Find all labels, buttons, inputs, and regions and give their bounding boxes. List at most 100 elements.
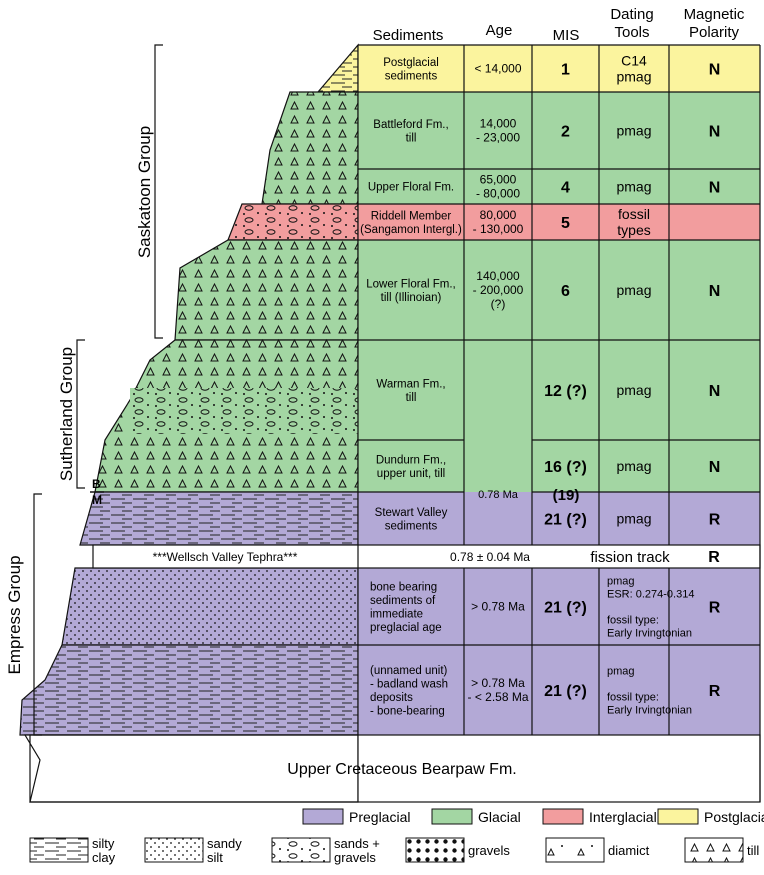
row-4-polarity: N <box>709 283 721 300</box>
column-silty-pattern-1 <box>80 492 358 545</box>
row-9-sediment-line: deposits <box>370 692 413 704</box>
row-0-age-line: < 14,000 <box>474 62 521 76</box>
row-8-dating-line: pmag <box>607 575 635 587</box>
legend-swatch-1 <box>431 808 473 825</box>
row-1-mis: 2 <box>561 124 570 141</box>
row-1-age-line: - 23,000 <box>476 131 520 145</box>
row-0-dating-line: C14 <box>621 52 647 68</box>
legend-pattern-label-2: gravels <box>334 850 376 865</box>
column-till-pattern-2 <box>175 240 358 340</box>
row-3-age-line: - 130,000 <box>473 222 524 236</box>
row-8-sediment-line: immediate <box>370 608 423 620</box>
row-3-dating-line: fossil <box>618 206 650 222</box>
row-9-mis: 21 (?) <box>544 683 587 700</box>
row-0-mis: 1 <box>561 62 570 79</box>
row-8-age-line: > 0.78 Ma <box>471 600 525 614</box>
row-6-polarity: N <box>709 459 721 476</box>
row-6-sediment-line: Dundurn Fm., <box>376 454 446 466</box>
legend-pattern-label-3: gravels <box>468 843 510 858</box>
column-till-pattern-1 <box>262 92 358 204</box>
row-9-age-line: - < 2.58 Ma <box>467 690 528 704</box>
row-3-sediment-line: Riddell Member <box>371 210 452 222</box>
bedrock-label: Upper Cretaceous Bearpaw Fm. <box>287 761 516 778</box>
row-0-sediment-line: Postglacial <box>383 57 439 69</box>
row-8-mis: 21 (?) <box>544 600 587 617</box>
legend-pattern-label-1: silt <box>207 850 223 865</box>
row-2-polarity: N <box>709 180 721 197</box>
row-9-sediment-line: - badland wash <box>370 678 448 690</box>
row-4-age-line: 140,000 <box>476 269 520 283</box>
legend-pattern-label-1: sandy <box>207 836 242 851</box>
row-1-sediment-line: till <box>406 132 417 144</box>
legend-swatch-2 <box>542 808 584 825</box>
column-postglacial-pattern <box>318 45 358 92</box>
row-9-dating-line: fossil type: <box>607 691 659 703</box>
legend-swatch-3 <box>657 808 699 825</box>
header-age: Age <box>486 22 513 39</box>
row-7-polarity: R <box>709 512 721 529</box>
row-7-mis: 21 (?) <box>544 512 587 529</box>
row-9-sediment-line: (unnamed unit) <box>370 665 448 677</box>
row-1-dating-line: pmag <box>616 122 651 138</box>
row-2-sediment-line: Upper Floral Fm. <box>368 182 454 194</box>
row-3-dating-line: types <box>617 222 650 238</box>
row-1-sediment-line: Battleford Fm., <box>373 119 448 131</box>
legend-pattern-label-0: clay <box>92 850 116 865</box>
legend-pattern-label-5: till <box>747 843 759 858</box>
legend-pattern-fill-5 <box>685 838 743 862</box>
legend-pattern-fill-1 <box>145 838 203 862</box>
column-silty-pattern-2 <box>20 645 358 735</box>
row-0-dating-line: pmag <box>616 68 651 84</box>
empress-group-label: Empress Group <box>5 555 24 674</box>
group-brackets: Saskatoon Group Sutherland Group Empress… <box>5 44 163 736</box>
row-bg-preglacial <box>358 568 760 735</box>
boundary-mis-label: (19) <box>553 487 580 504</box>
row-6-mis: 16 (?) <box>544 459 587 476</box>
row-5-polarity: N <box>709 383 721 400</box>
boundary-m-label: M <box>92 493 102 507</box>
header-mis: MIS <box>553 27 580 44</box>
column-warman-gravel-pattern <box>130 388 358 434</box>
tephra-name: ***Wellsch Valley Tephra*** <box>153 550 298 564</box>
row-4-age-line: (?) <box>491 297 506 311</box>
row-2-age-line: - 80,000 <box>476 187 520 201</box>
legend-pattern-fill-2 <box>272 838 330 862</box>
header-polarity-1: Magnetic <box>684 6 745 23</box>
row-8-sediment-line: preglacial age <box>370 622 442 634</box>
legend-label-0: Preglacial <box>349 809 410 825</box>
legend-label-1: Glacial <box>478 809 521 825</box>
sutherland-bracket <box>76 339 85 489</box>
row-6-dating-line: pmag <box>616 458 651 474</box>
saskatoon-bracket <box>154 44 163 339</box>
legend-pattern-fill-3 <box>406 838 464 862</box>
row-4-age-line: - 200,000 <box>473 283 524 297</box>
row-4-mis: 6 <box>561 283 570 300</box>
row-bg-riddell <box>358 204 760 240</box>
row-5-sediment-line: till <box>406 392 417 404</box>
row-8-sediment-line: sediments of <box>370 595 436 607</box>
row-0-sediment-line: sediments <box>385 70 438 82</box>
row-9-polarity: R <box>709 683 721 700</box>
header-dating-1: Dating <box>610 6 653 23</box>
row-8-dating-line: ESR: 0.274-0.314 <box>607 588 694 600</box>
row-bg-stewart <box>358 492 760 545</box>
tephra-age: 0.78 ± 0.04 Ma <box>450 550 530 564</box>
row-8-dating-line: fossil type: <box>607 614 659 626</box>
header-sediments: Sediments <box>373 27 444 44</box>
row-3-sediment-line: (Sangamon Intergl.) <box>360 224 462 236</box>
row-9-age-line: > 0.78 Ma <box>471 676 525 690</box>
strat-table: Sediments Age MIS Dating Tools Magnetic … <box>29 6 761 803</box>
stratigraphic-column <box>19 43 359 803</box>
legend-label-3: Postglacial <box>704 809 764 825</box>
row-1-age-line: 14,000 <box>480 117 517 131</box>
row-5-mis: 12 (?) <box>544 383 587 400</box>
row-7-sediment-line: Stewart Valley <box>375 507 448 519</box>
row-7-dating-line: pmag <box>616 510 651 526</box>
legend-swatch-0 <box>302 808 344 825</box>
row-2-dating-line: pmag <box>616 178 651 194</box>
column-riddell-pattern <box>228 204 358 240</box>
legend-pattern-fill-4 <box>546 838 604 862</box>
